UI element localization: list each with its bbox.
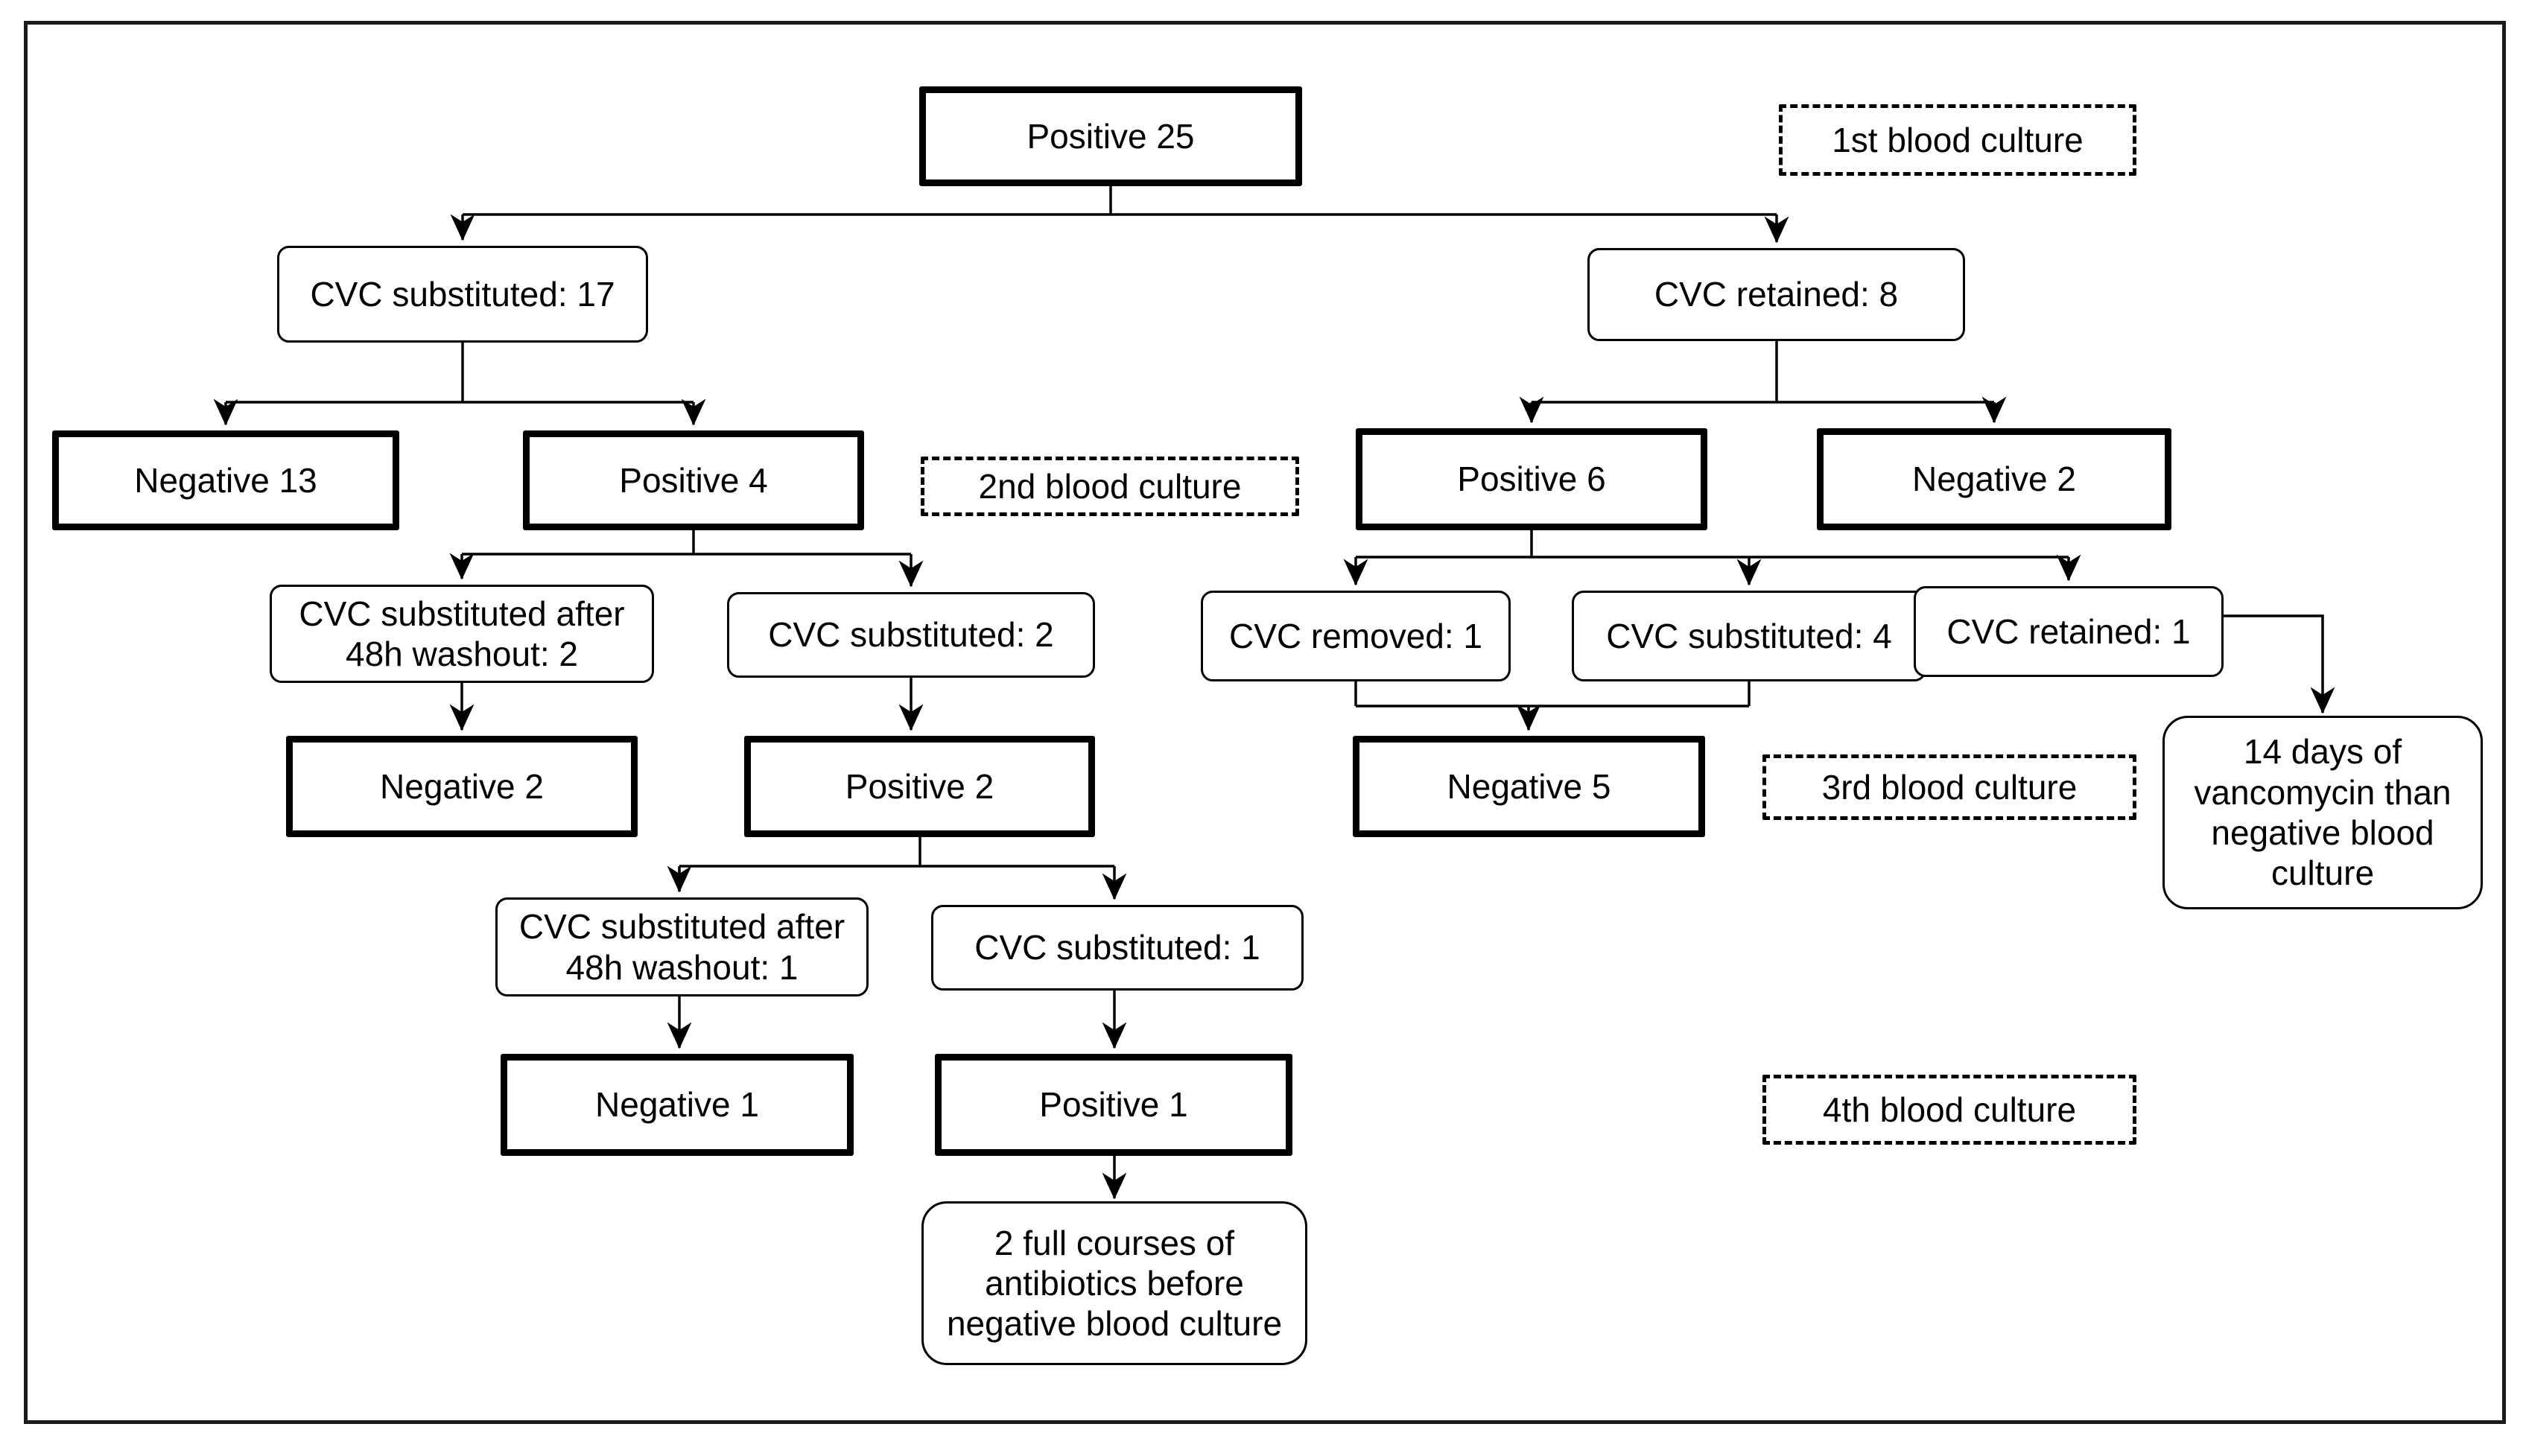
- node-negative-13: Negative 13: [52, 430, 399, 530]
- connector-positive4-trunk: [462, 530, 911, 556]
- connector-cvcRet1-to-vancomycin: [2224, 614, 2335, 714]
- node-cvc-substituted-after-48h-washout-1: CVC substituted after 48h washout: 1: [495, 897, 869, 996]
- node-14-days-vancomycin: 14 days of vancomycin than negative bloo…: [2162, 716, 2483, 909]
- connector-cvcSub17-trunk: [226, 343, 694, 404]
- connector-positive6-trunk: [1356, 530, 2069, 559]
- node-negative-2-left: Negative 2: [286, 736, 638, 837]
- node-positive-2: Positive 2: [744, 736, 1095, 837]
- node-negative-1: Negative 1: [501, 1054, 854, 1156]
- node-cvc-substituted-4: CVC substituted: 4: [1572, 591, 1926, 681]
- node-positive-6: Positive 6: [1356, 428, 1707, 530]
- connector-positive2-trunk: [679, 837, 1114, 868]
- node-negative-2-right: Negative 2: [1817, 428, 2171, 530]
- stage-label-4th-blood-culture: 4th blood culture: [1762, 1075, 2136, 1145]
- node-positive-4: Positive 4: [523, 430, 864, 530]
- node-cvc-substituted-17: CVC substituted: 17: [277, 246, 648, 343]
- node-cvc-retained-1: CVC retained: 1: [1914, 586, 2224, 677]
- node-negative-5: Negative 5: [1353, 736, 1705, 837]
- node-cvc-removed-1: CVC removed: 1: [1201, 591, 1511, 681]
- node-cvc-substituted-after-48h-washout-2: CVC substituted after 48h washout: 2: [270, 585, 654, 683]
- node-positive-1: Positive 1: [935, 1054, 1292, 1156]
- connector-positive25-trunk: [463, 186, 1777, 216]
- node-2-full-courses-antibiotics: 2 full courses of antibiotics before neg…: [921, 1201, 1307, 1365]
- node-positive-25: Positive 25: [919, 86, 1302, 186]
- stage-label-1st-blood-culture: 1st blood culture: [1779, 104, 2136, 176]
- stage-label-3rd-blood-culture: 3rd blood culture: [1762, 754, 2136, 820]
- stage-label-2nd-blood-culture: 2nd blood culture: [921, 457, 1299, 516]
- node-cvc-substituted-2: CVC substituted: 2: [727, 592, 1095, 678]
- node-cvc-substituted-1: CVC substituted: 1: [931, 905, 1304, 991]
- node-cvc-retained-8: CVC retained: 8: [1587, 248, 1965, 341]
- connector-merge-trunk: [1354, 681, 1751, 708]
- connector-cvcRet8-trunk: [1532, 341, 1994, 404]
